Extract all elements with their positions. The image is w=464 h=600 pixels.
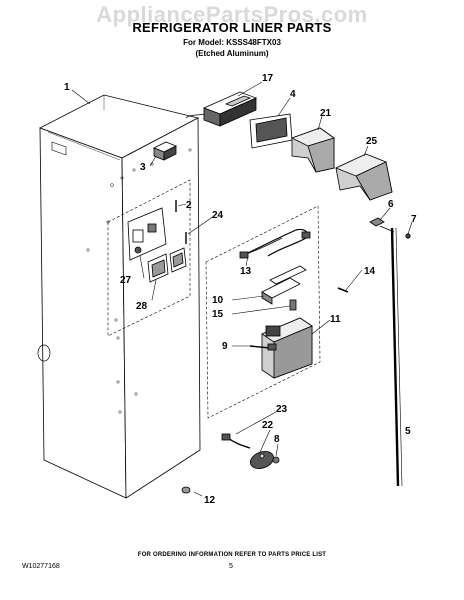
callout-10: 10 <box>212 295 224 306</box>
callout-12: 12 <box>204 495 216 506</box>
part-23-wire-lead <box>221 433 251 449</box>
callout-leaders <box>71 81 413 497</box>
callout-25: 25 <box>366 136 378 147</box>
part-25-duct-cover <box>334 153 393 201</box>
callout-2: 2 <box>186 200 192 211</box>
callout-5: 5 <box>405 426 411 437</box>
page-number: 5 <box>229 563 233 570</box>
callout-28: 28 <box>136 301 148 312</box>
callout-17: 17 <box>262 73 274 84</box>
ordering-note: FOR ORDERING INFORMATION REFER TO PARTS … <box>137 552 327 558</box>
part-11-housing <box>261 317 313 379</box>
callout-8: 8 <box>274 434 280 445</box>
part-3-thermostat-housing <box>153 141 177 161</box>
callout-21: 21 <box>320 108 332 119</box>
light-rail-assembly <box>369 217 411 487</box>
part-21-duct-cover <box>290 127 335 173</box>
callout-11: 11 <box>330 314 341 325</box>
watermark: AppliancePartsPros.com <box>96 2 368 27</box>
mounting-bracket-27 <box>127 207 167 261</box>
part-8-clip <box>272 456 280 464</box>
callout-23: 23 <box>276 404 288 415</box>
bracket-10 <box>261 265 307 305</box>
cabinet-liner <box>37 94 201 499</box>
callout-13: 13 <box>240 266 252 277</box>
model-line: For Model: KSSS48FTX03 <box>183 38 281 47</box>
callout-7: 7 <box>411 214 417 225</box>
callout-14: 14 <box>364 266 376 277</box>
connector-15 <box>289 299 297 311</box>
brackets-28 <box>147 247 187 283</box>
part-4-display-panel <box>249 113 293 149</box>
part-17-control-module <box>185 91 258 127</box>
callout-4: 4 <box>290 89 296 100</box>
sensor-9 <box>249 343 277 351</box>
part-22-light-lens <box>249 451 275 469</box>
callout-15: 15 <box>212 309 224 320</box>
screw-14 <box>337 287 349 293</box>
page-title: REFRIGERATOR LINER PARTS <box>132 20 332 35</box>
part-12-nut <box>181 486 191 494</box>
variant-line: (Etched Aluminum) <box>195 49 269 58</box>
model-info: For Model: KSSS48FTX03 (Etched Aluminum) <box>0 37 464 59</box>
wire-harness-13 <box>239 228 311 259</box>
callout-22: 22 <box>262 420 274 431</box>
callout-3: 3 <box>140 162 146 173</box>
callout-27: 27 <box>120 275 132 286</box>
callout-24: 24 <box>212 210 224 221</box>
callout-1: 1 <box>64 82 70 93</box>
callout-9: 9 <box>222 341 228 352</box>
document-number: W10277168 <box>22 563 60 570</box>
callout-labels: 1 2 3 4 5 6 7 8 9 10 11 12 13 14 15 17 2… <box>64 73 417 506</box>
callout-6: 6 <box>388 199 394 210</box>
